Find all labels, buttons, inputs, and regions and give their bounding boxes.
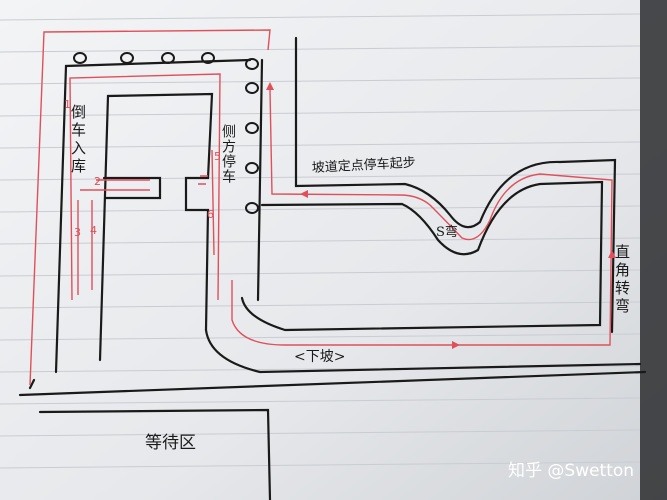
course-outline [18, 36, 647, 500]
divider-line [18, 370, 647, 397]
hill-road-top [294, 36, 617, 334]
hill-road-bottom [240, 180, 604, 332]
route-parallel [198, 149, 215, 256]
arrow-up-icon [266, 82, 274, 90]
watermark: 知乎 @Swetton [508, 461, 634, 481]
posts [73, 52, 259, 214]
outer-boundary [28, 58, 252, 390]
label-waiting-area: 等待区 [145, 433, 196, 453]
reverse-parking-block [98, 92, 214, 362]
label-right-angle-turn: 直角转弯 [613, 244, 631, 316]
route-number-1: 1 [64, 98, 71, 111]
label-reverse-parking: 倒车入库 [69, 104, 87, 176]
reverse-parking-bay [102, 176, 162, 200]
route-reverse-in [69, 73, 221, 301]
arrow-up-icon [608, 250, 616, 258]
label-s-curve: S弯 [436, 224, 458, 240]
route-number-4: 4 [90, 224, 97, 237]
label-parallel-parking: 侧方停车 [220, 124, 236, 184]
arrow-left-icon [300, 190, 308, 198]
driving-route [29, 29, 613, 386]
arrow-right-icon [452, 341, 460, 349]
route-number-5: 5 [214, 150, 221, 163]
dark-edge [640, 0, 667, 500]
route-outer [29, 29, 271, 386]
route-number-6: 6 [207, 208, 214, 221]
label-downhill: <下坡> [294, 349, 345, 365]
route-reverse-bay [77, 179, 150, 295]
center-lane-right [256, 58, 264, 302]
label-hill-start: 坡道定点停车起步 [311, 155, 416, 176]
route-number-3: 3 [74, 226, 81, 239]
route-main [231, 89, 613, 346]
route-arrows [266, 82, 616, 349]
route-number-2: 2 [94, 175, 101, 188]
waiting-area-box [38, 408, 272, 500]
center-lane-left [204, 328, 642, 374]
